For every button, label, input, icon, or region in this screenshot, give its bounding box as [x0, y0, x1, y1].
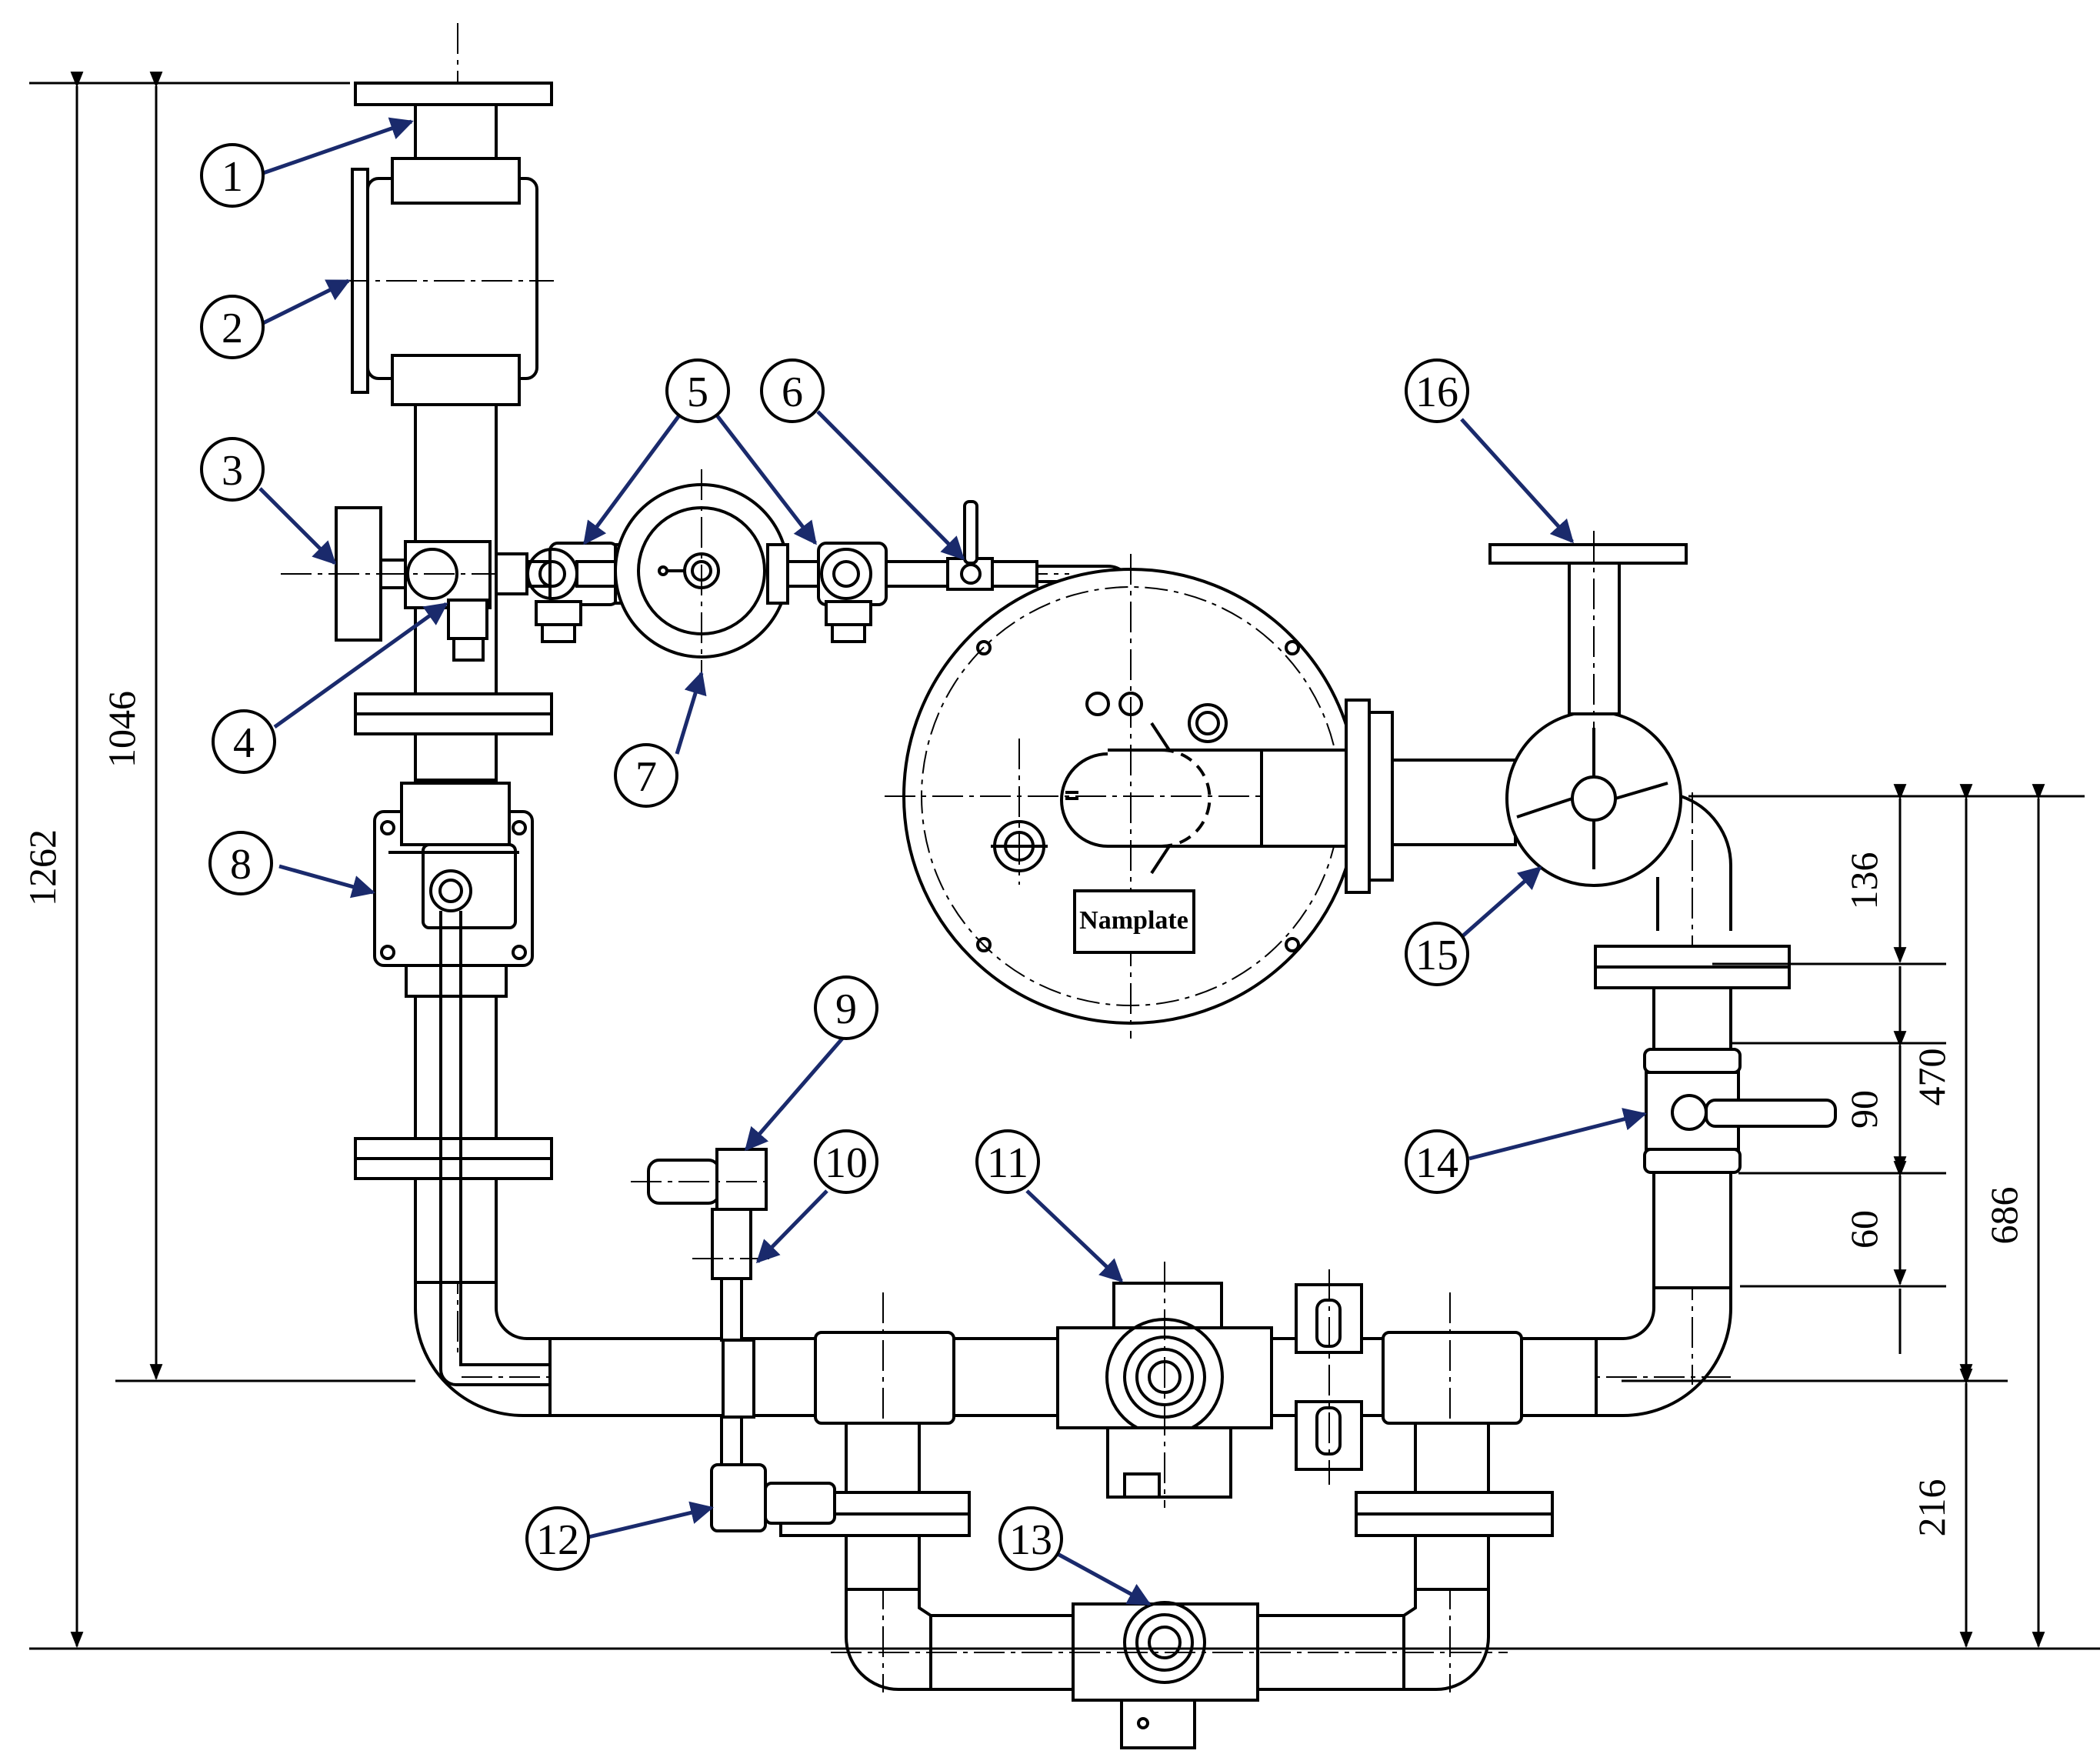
pilot-cock [946, 500, 1038, 591]
pilot-valve-right [817, 542, 888, 643]
callout-9: 9 [814, 975, 878, 1040]
burner-inlet-pipe [1260, 531, 1732, 931]
callout-6: 6 [760, 358, 825, 423]
filter-body [338, 157, 554, 406]
svg-text:1: 1 [222, 153, 243, 201]
svg-text:10: 10 [825, 1139, 868, 1187]
nameplate-box [1073, 889, 1195, 954]
main-valve-block [1056, 1262, 1273, 1508]
dimensions: 1262 1046 216 686 470 136 90 60 [21, 72, 2100, 1650]
svg-text:11: 11 [987, 1139, 1028, 1187]
svg-text:5: 5 [687, 368, 708, 416]
svg-text:8: 8 [230, 841, 252, 889]
callout-leaders [258, 117, 1647, 1606]
solenoid-gas-valve [373, 782, 534, 967]
callout-8: 8 [208, 831, 273, 895]
callout-10: 10 [814, 1129, 878, 1194]
svg-text:2: 2 [222, 305, 243, 352]
bottom-header [462, 1262, 1731, 1692]
callout-3: 3 [200, 437, 265, 502]
callout-4: 4 [212, 709, 276, 774]
nameplate-text: Namplate [1079, 906, 1188, 935]
svg-text:3: 3 [222, 447, 243, 495]
callout-14: 14 [1405, 1129, 1469, 1194]
main-butterfly-valve [1505, 710, 1682, 887]
callout-5: 5 [665, 358, 730, 423]
svg-text:6: 6 [782, 368, 803, 416]
right-vertical-line [1594, 792, 1837, 1417]
pressure-switch [1295, 1269, 1363, 1485]
vertical-supply-line [281, 23, 742, 1417]
svg-text:13: 13 [1009, 1516, 1052, 1564]
dim-overall-height: 1262 [21, 829, 64, 906]
callout-16: 16 [1405, 358, 1469, 423]
dim-right-mid: 470 [1910, 1049, 1953, 1106]
callout-bubbles: 1 2 3 4 5 6 7 8 9 10 11 12 13 14 15 16 [200, 143, 1469, 1571]
top-flange [354, 82, 553, 106]
svg-text:9: 9 [835, 985, 857, 1033]
callout-2: 2 [200, 295, 265, 359]
pilot-regulator [614, 469, 789, 677]
callout-7: 7 [614, 743, 678, 808]
shutoff-valve [281, 506, 508, 662]
dim-right-total: 686 [1982, 1187, 2025, 1245]
svg-text:4: 4 [233, 719, 255, 767]
dim-seg-top: 136 [1842, 852, 1885, 910]
callout-11: 11 [975, 1129, 1040, 1194]
callout-13: 13 [998, 1506, 1063, 1571]
burner-head: Namplate [885, 554, 1385, 1039]
pilot-switches [631, 1148, 836, 1532]
pilot-valve-left [526, 542, 619, 643]
dim-seg-mid: 90 [1842, 1090, 1885, 1129]
dim-seg-low: 60 [1842, 1210, 1885, 1249]
callout-1: 1 [200, 143, 265, 208]
svg-text:12: 12 [536, 1516, 579, 1564]
callout-15: 15 [1405, 922, 1469, 986]
dim-bottom-offset: 216 [1910, 1479, 1953, 1537]
svg-text:7: 7 [635, 753, 657, 801]
bypass-valve [1072, 1601, 1259, 1749]
svg-text:14: 14 [1415, 1139, 1458, 1187]
svg-text:16: 16 [1415, 368, 1458, 416]
dim-upper-height: 1046 [100, 691, 143, 768]
ball-valve [1643, 1048, 1837, 1174]
bypass-loop [779, 1422, 1554, 1749]
callout-12: 12 [525, 1506, 590, 1571]
svg-text:15: 15 [1415, 932, 1458, 979]
